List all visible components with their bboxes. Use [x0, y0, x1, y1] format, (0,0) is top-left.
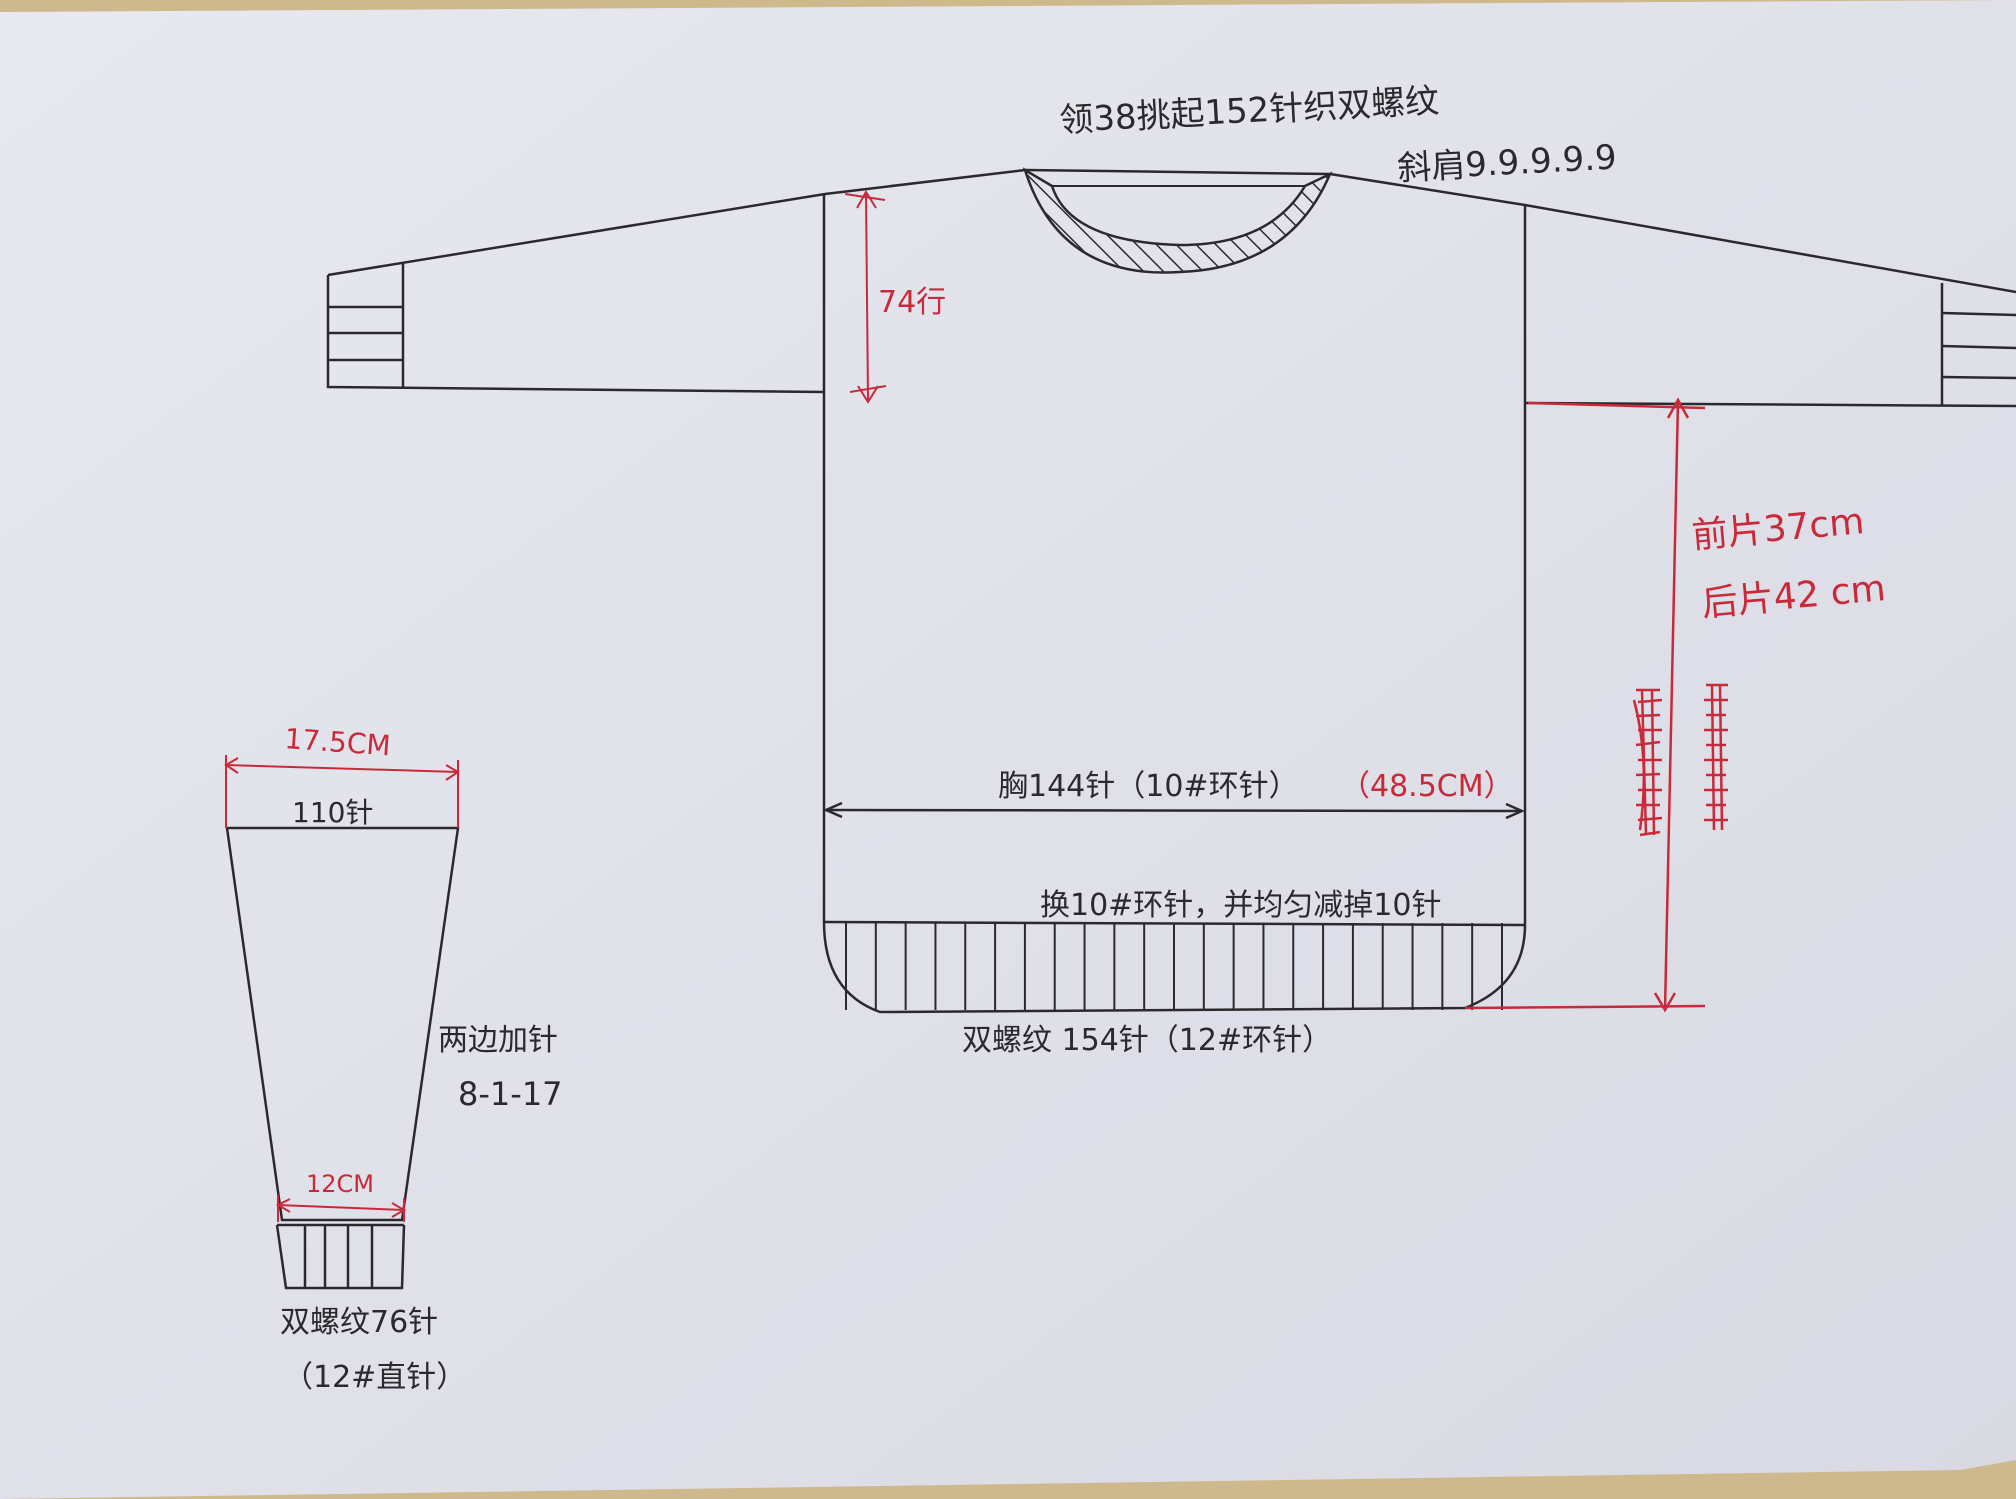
armhole-rows-label: 74行 — [878, 285, 946, 320]
chest-arrow — [822, 801, 1526, 820]
cuff-rib-label: 双螺纹76针 — [280, 1305, 438, 1340]
sleeve-top-stitches-label: 110针 — [292, 796, 373, 829]
switch-needle-label: 换10#环针，并均匀减掉10针 — [1040, 888, 1441, 923]
right-sleeve-outline — [1524, 401, 2016, 408]
sleeve-width-marker — [224, 755, 460, 828]
cuff-width-label: 12CM — [306, 1170, 374, 1198]
hem-ribbing — [845, 923, 1503, 1010]
sleeve-increase-title: 两边加针 — [438, 1023, 558, 1058]
sweater-body — [326, 168, 2016, 1014]
sleeve-increase-rule: 8-1-17 — [458, 1075, 563, 1113]
sleeve-cuff-outline — [275, 1224, 406, 1290]
neckline — [1022, 167, 1333, 274]
body-length-marker — [1464, 397, 1728, 1013]
cuff-width-marker — [275, 1195, 406, 1222]
hem-outline — [822, 921, 1527, 1014]
sleeve-outline — [225, 826, 460, 1222]
cuff-needle-label: （12#直针） — [283, 1360, 466, 1395]
chest-cm-label: （48.5CM） — [1340, 769, 1514, 804]
sleeve-top-width-label: 17.5CM — [284, 722, 392, 762]
sleeve-diagram — [225, 826, 460, 1290]
left-sleeve-outline — [326, 275, 825, 394]
chest-label: 胸144针（10#环针） — [998, 769, 1299, 804]
armhole-depth-marker — [844, 190, 887, 404]
hem-rib-label: 双螺纹 154针（12#环针） — [962, 1023, 1332, 1058]
